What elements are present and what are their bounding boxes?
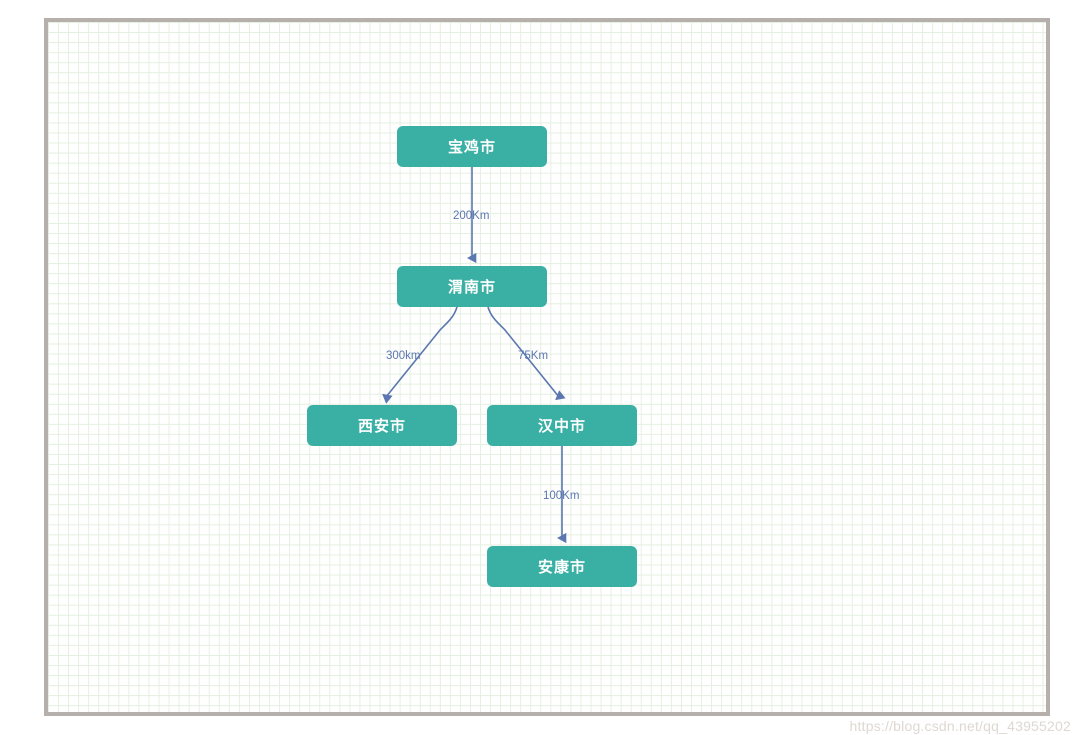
node-baoji[interactable]: 宝鸡市 [397, 126, 547, 167]
node-ankang[interactable]: 安康市 [487, 546, 637, 587]
node-weinan[interactable]: 渭南市 [397, 266, 547, 307]
edge-label-hanzhong-ankang: 100Km [543, 490, 580, 502]
watermark: https://blog.csdn.net/qq_43955202 [849, 718, 1071, 734]
node-weinan-label: 渭南市 [447, 279, 496, 296]
node-hanzhong[interactable]: 汉中市 [487, 405, 637, 446]
node-hanzhong-label: 汉中市 [537, 418, 586, 435]
diagram-canvas[interactable]: 宝鸡市 渭南市 西安市 汉中市 安康市 200Km 300km 75Km 100… [44, 18, 1050, 716]
edge-label-weinan-hanzhong: 75Km [518, 350, 549, 362]
node-xian[interactable]: 西安市 [307, 405, 457, 446]
edge-layer [382, 167, 567, 544]
edge-label-weinan-xian: 300km [386, 350, 421, 362]
node-xian-label: 西安市 [357, 418, 406, 435]
node-ankang-label: 安康市 [537, 559, 586, 576]
edge-label-baoji-weinan: 200Km [453, 210, 490, 222]
node-baoji-label: 宝鸡市 [447, 139, 496, 156]
